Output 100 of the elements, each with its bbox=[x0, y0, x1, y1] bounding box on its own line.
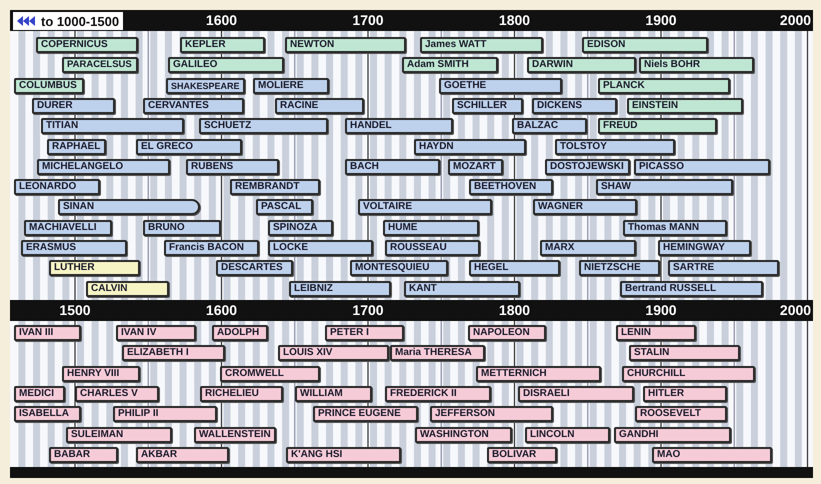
year-label: 1600 bbox=[206, 12, 238, 28]
year-label: 2000 bbox=[780, 302, 812, 318]
year-label: 1700 bbox=[352, 302, 384, 318]
lifespan-bar: DICKENS bbox=[532, 98, 617, 114]
lifespan-bar: NEWTON bbox=[285, 37, 406, 53]
lifespan-bar: PLANCK bbox=[598, 78, 730, 94]
lifespan-bar: WILLIAM bbox=[295, 386, 372, 402]
lifespan-bar: SCHUETZ bbox=[199, 118, 328, 134]
year-label: 1900 bbox=[645, 12, 677, 28]
lifespan-bar: REMBRANDT bbox=[230, 179, 320, 196]
lifespan-bar: LUTHER bbox=[49, 260, 140, 276]
lifespan-bar: LEONARDO bbox=[14, 179, 100, 196]
lifespan-bar: WAGNER bbox=[533, 199, 637, 216]
lifespan-bar: TOLSTOY bbox=[555, 138, 675, 154]
lifespan-bar: MOLIERE bbox=[253, 78, 329, 94]
lifespan-bar: BACH bbox=[345, 158, 440, 175]
lifespan-bar: CALVIN bbox=[86, 280, 169, 297]
lifespan-bar: MONTESQUIEU bbox=[350, 260, 448, 276]
lifespan-bar: PRINCE EUGENE bbox=[313, 406, 418, 422]
year-label: 2000 bbox=[780, 12, 812, 28]
lifespan-bar: HEMINGWAY bbox=[658, 240, 751, 256]
lifespan-bar: NIETZSCHE bbox=[579, 260, 660, 276]
year-label: 1800 bbox=[498, 12, 530, 28]
lifespan-bar: FREUD bbox=[598, 118, 717, 134]
lifespan-bar: HEGEL bbox=[469, 260, 560, 276]
lifespan-bar: RUBENS bbox=[186, 158, 279, 175]
lifespan-bar: PASCAL bbox=[256, 199, 313, 216]
lifespan-bar: MARX bbox=[540, 240, 636, 256]
lifespan-bar: ERASMUS bbox=[21, 240, 127, 256]
lifespan-bar: James WATT bbox=[420, 37, 543, 53]
lifespan-bar: JEFFERSON bbox=[430, 406, 553, 422]
lifespan-bar: SCHILLER bbox=[452, 98, 523, 114]
lifespan-bar: LEIBNIZ bbox=[289, 280, 391, 297]
lifespan-bar: MICHELANGELO bbox=[37, 158, 170, 175]
year-label: 1500 bbox=[59, 302, 91, 318]
lifespan-bar: ROOSEVELT bbox=[635, 406, 727, 422]
lifespan-bar: NAPOLEON bbox=[468, 325, 546, 341]
lifespan-bar: METTERNICH bbox=[476, 366, 601, 382]
lifespan-bar: CERVANTES bbox=[143, 98, 244, 114]
lifespan-bar: HANDEL bbox=[345, 118, 453, 134]
lifespan-bar: BOLIVAR bbox=[487, 446, 557, 463]
lifespan-bar: AKBAR bbox=[136, 446, 229, 463]
lifespan-bar: HAYDN bbox=[414, 138, 526, 154]
lifespan-bar: COPERNICUS bbox=[36, 37, 138, 53]
lifespan-bar: PHILIP II bbox=[113, 406, 217, 422]
lifespan-bar: HITLER bbox=[643, 386, 727, 402]
lifespan-bar: EINSTEIN bbox=[627, 98, 743, 114]
lifespan-bar: DURER bbox=[32, 98, 115, 114]
lifespan-bar: CROMWELL bbox=[220, 366, 320, 382]
lifespan-bar: COLUMBUS bbox=[14, 78, 84, 94]
year-label: 1600 bbox=[206, 302, 238, 318]
lifespan-bar: SPINOZA bbox=[268, 220, 333, 236]
lifespan-bar: RAPHAEL bbox=[47, 138, 106, 154]
lifespan-bar: PARACELSUS bbox=[62, 57, 138, 74]
lifespan-bar: Maria THERESA bbox=[390, 345, 485, 362]
lifespan-bar: Bertrand RUSSELL bbox=[620, 280, 763, 297]
lifespan-bar: ADOLPH bbox=[212, 325, 268, 341]
lifespan-bar: BABAR bbox=[49, 446, 118, 463]
lifespan-bar: EL GRECO bbox=[136, 138, 242, 154]
lifespan-bar: GANDHI bbox=[614, 426, 731, 442]
lifespan-bar: DESCARTES bbox=[216, 260, 293, 276]
year-label: 1800 bbox=[498, 302, 530, 318]
lifespan-bar: DISRAELI bbox=[518, 386, 634, 402]
lifespan-bar: FREDERICK II bbox=[385, 386, 491, 402]
lifespan-bar: TITIAN bbox=[41, 118, 184, 134]
lifespan-bar: HUME bbox=[383, 220, 479, 236]
lifespan-bar: HENRY VIII bbox=[62, 366, 140, 382]
year-label: 1900 bbox=[645, 302, 677, 318]
lifespan-bar: CHARLES V bbox=[75, 386, 159, 402]
lifespan-bar: LENIN bbox=[616, 325, 696, 341]
lifespan-bar: BRUNO bbox=[143, 220, 221, 236]
lifespan-bar: LOCKE bbox=[268, 240, 373, 256]
lifespan-bar: Francis BACON bbox=[164, 240, 259, 256]
lifespan-bar: BEETHOVEN bbox=[469, 179, 553, 196]
lifespan-bar: RICHELIEU bbox=[200, 386, 283, 402]
year-label: 1700 bbox=[352, 12, 384, 28]
lifespan-bar: SARTRE bbox=[668, 260, 779, 276]
lifespan-bar: IVAN IV bbox=[116, 325, 196, 341]
lifespan-bar: MEDICI bbox=[14, 386, 65, 402]
lifespan-bar: SHAW bbox=[596, 179, 733, 196]
lifespan-bar: IVAN III bbox=[14, 325, 81, 341]
lifespan-bar: RACINE bbox=[275, 98, 364, 114]
lifespan-bar: LOUIS XIV bbox=[278, 345, 389, 362]
lifespan-bar: PICASSO bbox=[634, 158, 770, 175]
lifespan-bar: STALIN bbox=[629, 345, 740, 362]
navigation-button: to 1000-1500 bbox=[13, 12, 124, 30]
lifespan-bar: Adam SMITH bbox=[402, 57, 498, 74]
lifespan-bar: LINCOLN bbox=[525, 426, 610, 442]
lifespan-bar: SINAN bbox=[58, 199, 200, 216]
lifespan-bar: WALLENSTEIN bbox=[194, 426, 276, 442]
lifespan-bar: DOSTOJEWSKI bbox=[545, 158, 630, 175]
lifespan-bar: GALILEO bbox=[168, 57, 284, 74]
lifespan-bar: KANT bbox=[404, 280, 520, 297]
lifespan-bar: MAO bbox=[652, 446, 772, 463]
lifespan-bar: ELIZABETH I bbox=[122, 345, 225, 362]
lifespan-bar: Niels BOHR bbox=[639, 57, 754, 74]
lifespan-bar: BALZAC bbox=[512, 118, 587, 134]
lifespan-bar: ISABELLA bbox=[14, 406, 81, 422]
lifespan-bar: GOETHE bbox=[439, 78, 562, 94]
lifespan-bar: ROUSSEAU bbox=[385, 240, 480, 256]
